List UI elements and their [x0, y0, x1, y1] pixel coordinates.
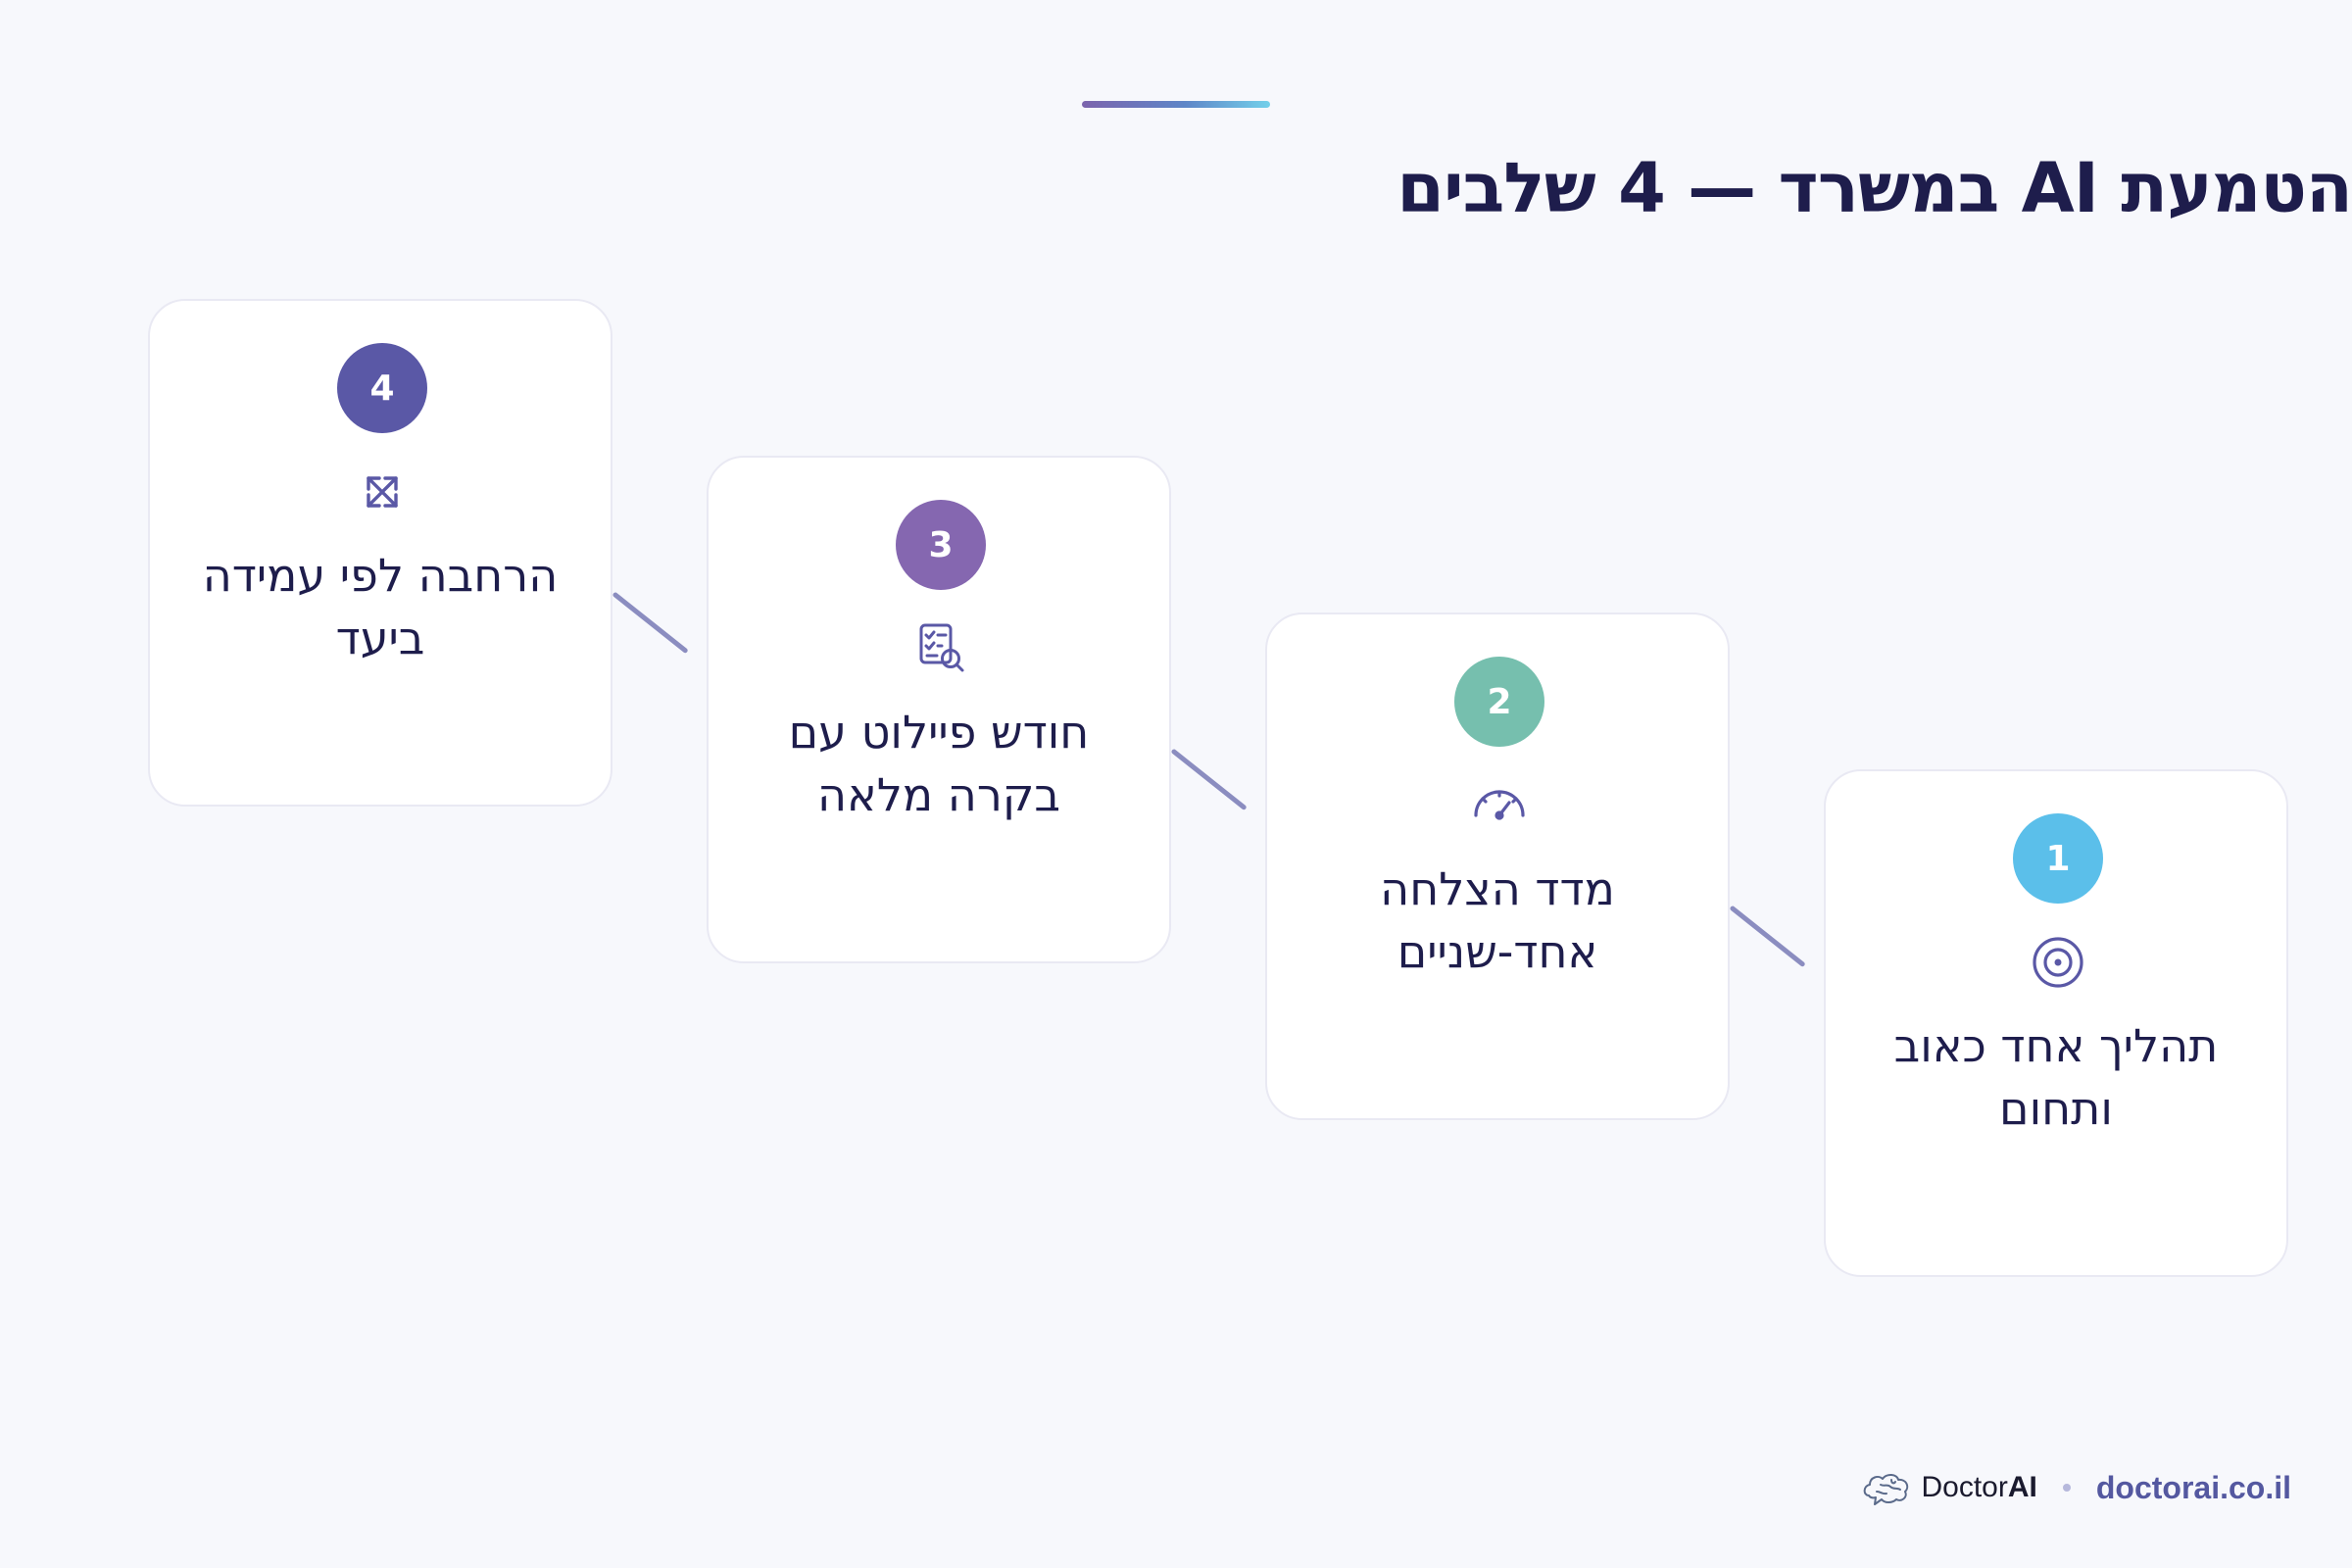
step-text: מדד הצלחה אחד-שניים [1380, 862, 1615, 978]
footer: DoctorAI doctorai.co.il [1861, 1468, 2291, 1507]
brain-chat-icon [1861, 1468, 1916, 1507]
site-link[interactable]: doctorai.co.il [2095, 1469, 2291, 1505]
brand-name: DoctorAI [1921, 1471, 2037, 1503]
target-icon [2029, 933, 2087, 992]
step-text: הרחבה לפי עמידה ביעד [202, 549, 559, 664]
checklist-search-icon [911, 619, 970, 678]
step-number-badge: 1 [2013, 813, 2103, 904]
step-text: תהליך אחד כאוב ותחום [1893, 1019, 2219, 1135]
connector-4-3 [612, 591, 689, 655]
title-accent-bar [1082, 101, 1270, 108]
step-card-4: 4 הרחבה לפי עמידה ביעד [148, 299, 612, 807]
page-title: הטמעת AI במשרד — 4 שלבים [1396, 148, 2352, 228]
separator-dot [2062, 1484, 2071, 1492]
gauge-icon [1470, 776, 1529, 835]
expand-icon [353, 463, 412, 521]
brand-logo: DoctorAI [1861, 1468, 2037, 1507]
step-number-badge: 4 [337, 343, 427, 433]
step-card-1: 1 תהליך אחד כאוב ותחום [1824, 769, 2288, 1277]
step-card-2: 2 מדד הצלחה אחד-שניים [1265, 612, 1730, 1120]
step-card-3: 3 חודש פיילוט עם בקרה מלאה [707, 456, 1171, 963]
connector-3-2 [1170, 748, 1248, 811]
step-number-badge: 3 [896, 500, 986, 590]
connector-2-1 [1729, 905, 1806, 968]
step-number-badge: 2 [1454, 657, 1544, 747]
step-text: חודש פיילוט עם בקרה מלאה [788, 706, 1090, 821]
